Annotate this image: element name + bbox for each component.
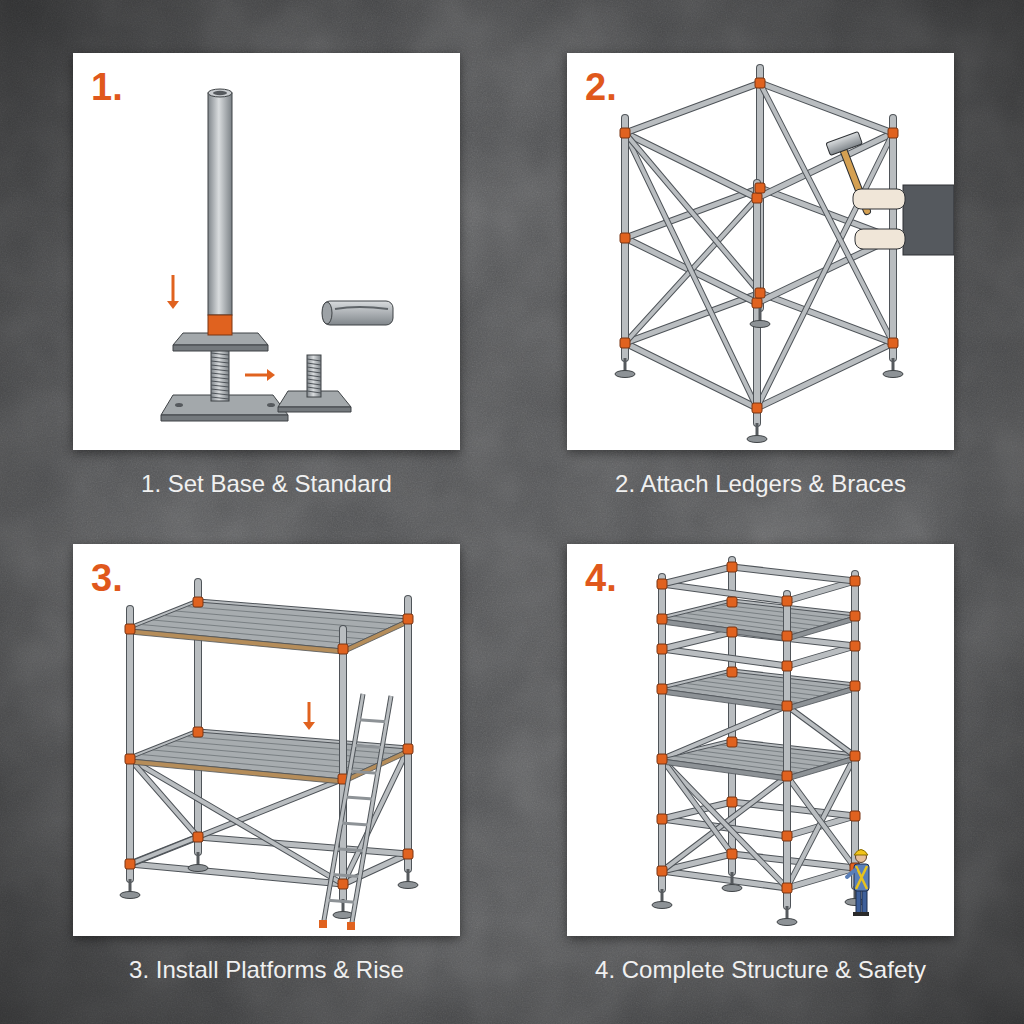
- step-panel: 4.4. Complete Structure & Safety: [567, 544, 954, 936]
- step-caption: 1. Set Base & Standard: [33, 470, 500, 499]
- step-caption: 4. Complete Structure & Safety: [527, 956, 994, 985]
- step-number: 4.: [585, 558, 617, 600]
- step-panel: 1.1. Set Base & Standard: [73, 53, 460, 450]
- step-caption: 3. Install Platforms & Rise: [33, 956, 500, 985]
- scaffold-illustration: [73, 544, 460, 936]
- step-panel: 2.2. Attach Ledgers & Braces: [567, 53, 954, 450]
- scaffold-illustration: [567, 544, 954, 936]
- step-number: 3.: [91, 558, 123, 600]
- step-panel: 3.3. Install Platforms & Rise: [73, 544, 460, 936]
- scaffold-illustration: [567, 53, 954, 450]
- step-number: 1.: [91, 67, 123, 109]
- step-caption: 2. Attach Ledgers & Braces: [527, 470, 994, 499]
- step-number: 2.: [585, 67, 617, 109]
- scaffold-illustration: [73, 53, 460, 450]
